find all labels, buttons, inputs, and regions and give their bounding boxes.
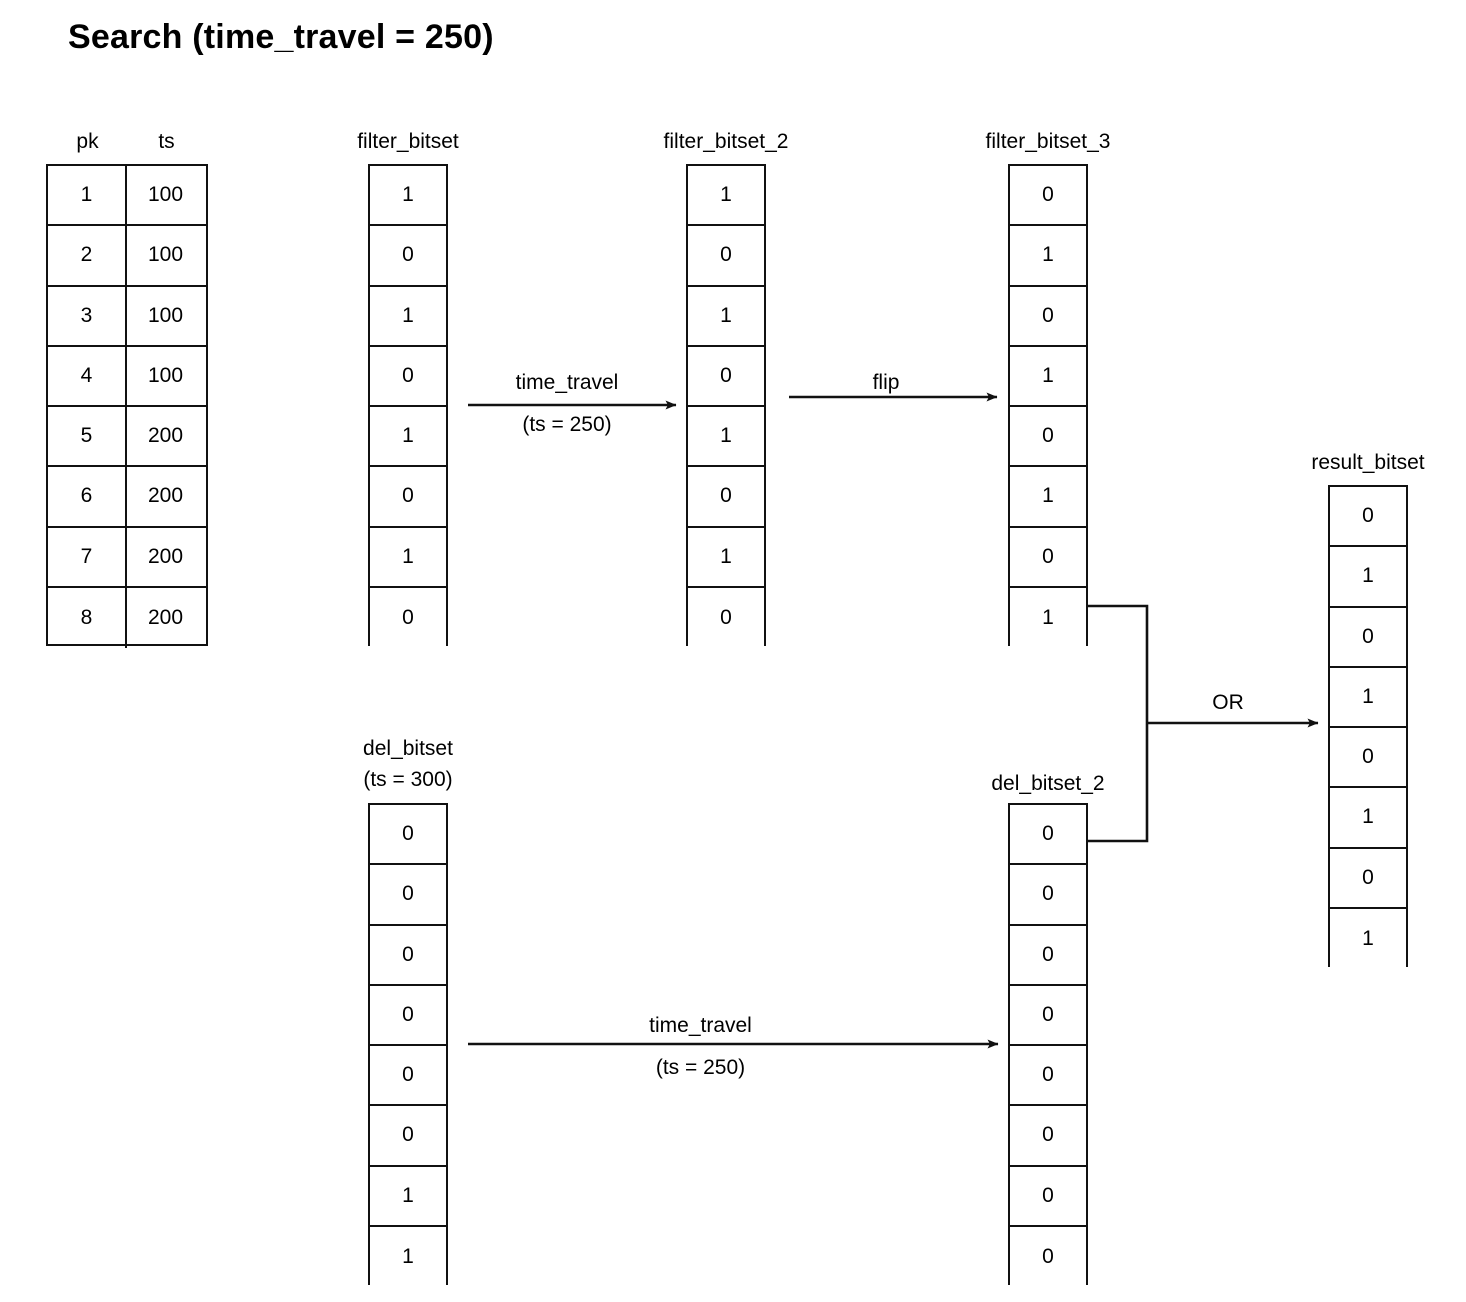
table-cell-pk: 2 bbox=[48, 226, 127, 285]
bitset-cell: 0 bbox=[370, 226, 446, 287]
table-cell-pk: 7 bbox=[48, 527, 127, 586]
arrow-label-time-travel-bottom-line1: time_travel bbox=[649, 1014, 752, 1037]
table-cell-ts: 100 bbox=[147, 243, 184, 267]
bitset-cell: 0 bbox=[370, 467, 446, 528]
bitset-cell: 0 bbox=[1330, 728, 1406, 789]
bitset-cell: 1 bbox=[1010, 587, 1086, 648]
table-row: 5 200 bbox=[48, 407, 206, 468]
bitset-cell: 0 bbox=[1010, 1226, 1086, 1287]
bitset-cell: 0 bbox=[1010, 286, 1086, 347]
bitset-cell: 0 bbox=[1010, 527, 1086, 588]
bitset-cell: 0 bbox=[1330, 848, 1406, 909]
table-cell-ts: 200 bbox=[147, 424, 184, 448]
bitset-cell: 0 bbox=[1010, 865, 1086, 926]
bitset-cell: 0 bbox=[370, 1106, 446, 1167]
filter-bitset-3-label: filter_bitset_3 bbox=[985, 130, 1111, 153]
table-cell-ts: 100 bbox=[147, 183, 184, 207]
bitset-cell: 0 bbox=[1010, 1106, 1086, 1167]
arrow-label-time-travel-bottom-line2: (ts = 250) bbox=[655, 1056, 746, 1079]
bitset-cell: 1 bbox=[1010, 226, 1086, 287]
del-bitset-2-label: del_bitset_2 bbox=[991, 772, 1105, 795]
del-bitset-sublabel: (ts = 300) bbox=[363, 768, 453, 791]
arrow-label-time-travel-top-line1: time_travel bbox=[515, 371, 619, 394]
del-bitset-label: del_bitset bbox=[363, 737, 453, 760]
bitset-cell: 0 bbox=[370, 1046, 446, 1107]
table-cell-pk: 3 bbox=[48, 286, 127, 345]
bitset-cell: 1 bbox=[688, 527, 764, 588]
table-row: 3 100 bbox=[48, 286, 206, 347]
page-title: Search (time_travel = 250) bbox=[68, 18, 494, 56]
table-row: 7 200 bbox=[48, 527, 206, 588]
table-row: 1 100 bbox=[48, 166, 206, 227]
bitset-cell: 0 bbox=[1330, 487, 1406, 548]
bitset-cell: 0 bbox=[1010, 925, 1086, 986]
table-row: 6 200 bbox=[48, 467, 206, 528]
bitset-cell: 1 bbox=[1330, 547, 1406, 608]
bitset-cell: 0 bbox=[688, 467, 764, 528]
bitset-cell: 0 bbox=[688, 226, 764, 287]
bitset-cell: 0 bbox=[370, 346, 446, 407]
filter-bitset-label: filter_bitset bbox=[357, 130, 459, 153]
table-cell-pk: 1 bbox=[48, 166, 127, 225]
bitset-cell: 0 bbox=[1010, 166, 1086, 227]
table-cell-pk: 4 bbox=[48, 346, 127, 405]
table-header-ts: ts bbox=[158, 130, 175, 153]
bitset-cell: 0 bbox=[370, 985, 446, 1046]
bitset-cell: 0 bbox=[1010, 407, 1086, 468]
bitset-cell: 1 bbox=[1330, 788, 1406, 849]
bitset-cell: 1 bbox=[1010, 467, 1086, 528]
bitset-cell: 1 bbox=[1330, 908, 1406, 969]
table-cell-ts: 200 bbox=[147, 544, 184, 568]
table-row: 8 200 bbox=[48, 587, 206, 648]
bitset-cell: 1 bbox=[370, 1166, 446, 1227]
bitset-cell: 1 bbox=[370, 527, 446, 588]
table-cell-pk: 6 bbox=[48, 467, 127, 526]
filter-bitset-2-label: filter_bitset_2 bbox=[663, 130, 789, 153]
source-table: 1 100 2 100 3 100 4 100 5 200 6 200 7 200 8 200 bbox=[46, 164, 208, 648]
table-cell-ts: 100 bbox=[147, 363, 184, 387]
bitset-cell: 1 bbox=[1010, 346, 1086, 407]
table-cell-ts: 100 bbox=[147, 303, 184, 327]
arrow-label-time-travel-top-line2: (ts = 250) bbox=[522, 413, 612, 436]
bitset-cell: 1 bbox=[688, 407, 764, 468]
bitset-cell: 1 bbox=[370, 166, 446, 227]
bitset-cell: 0 bbox=[1010, 805, 1086, 866]
bitset-cell: 0 bbox=[1010, 1166, 1086, 1227]
bitset-cell: 0 bbox=[1010, 985, 1086, 1046]
bitset-cell: 0 bbox=[370, 805, 446, 866]
bitset-cell: 0 bbox=[1330, 607, 1406, 668]
result-bitset-label: result_bitset bbox=[1311, 451, 1425, 474]
bitset-cell: 1 bbox=[688, 166, 764, 227]
table-cell-ts: 200 bbox=[147, 605, 184, 629]
bitset-cell: 0 bbox=[370, 587, 446, 648]
bitset-cell: 1 bbox=[370, 407, 446, 468]
bitset-cell: 1 bbox=[370, 1226, 446, 1287]
arrow-label-or: OR bbox=[1212, 691, 1244, 714]
bitset-cell: 1 bbox=[1330, 667, 1406, 728]
table-cell-ts: 200 bbox=[147, 484, 184, 508]
bitset-cell: 0 bbox=[370, 925, 446, 986]
table-header-pk: pk bbox=[76, 130, 99, 153]
bitset-cell: 0 bbox=[1010, 1046, 1086, 1107]
table-cell-pk: 5 bbox=[48, 407, 127, 466]
table-row: 2 100 bbox=[48, 226, 206, 287]
or-branch-top bbox=[1088, 604, 1149, 723]
bitset-cell: 0 bbox=[370, 865, 446, 926]
bitset-cell: 0 bbox=[688, 346, 764, 407]
bitset-cell: 1 bbox=[370, 286, 446, 347]
arrow-label-flip: flip bbox=[872, 371, 900, 394]
table-cell-pk: 8 bbox=[48, 587, 127, 648]
table-row: 4 100 bbox=[48, 346, 206, 407]
bitset-cell: 1 bbox=[688, 286, 764, 347]
bitset-cell: 0 bbox=[688, 587, 764, 648]
